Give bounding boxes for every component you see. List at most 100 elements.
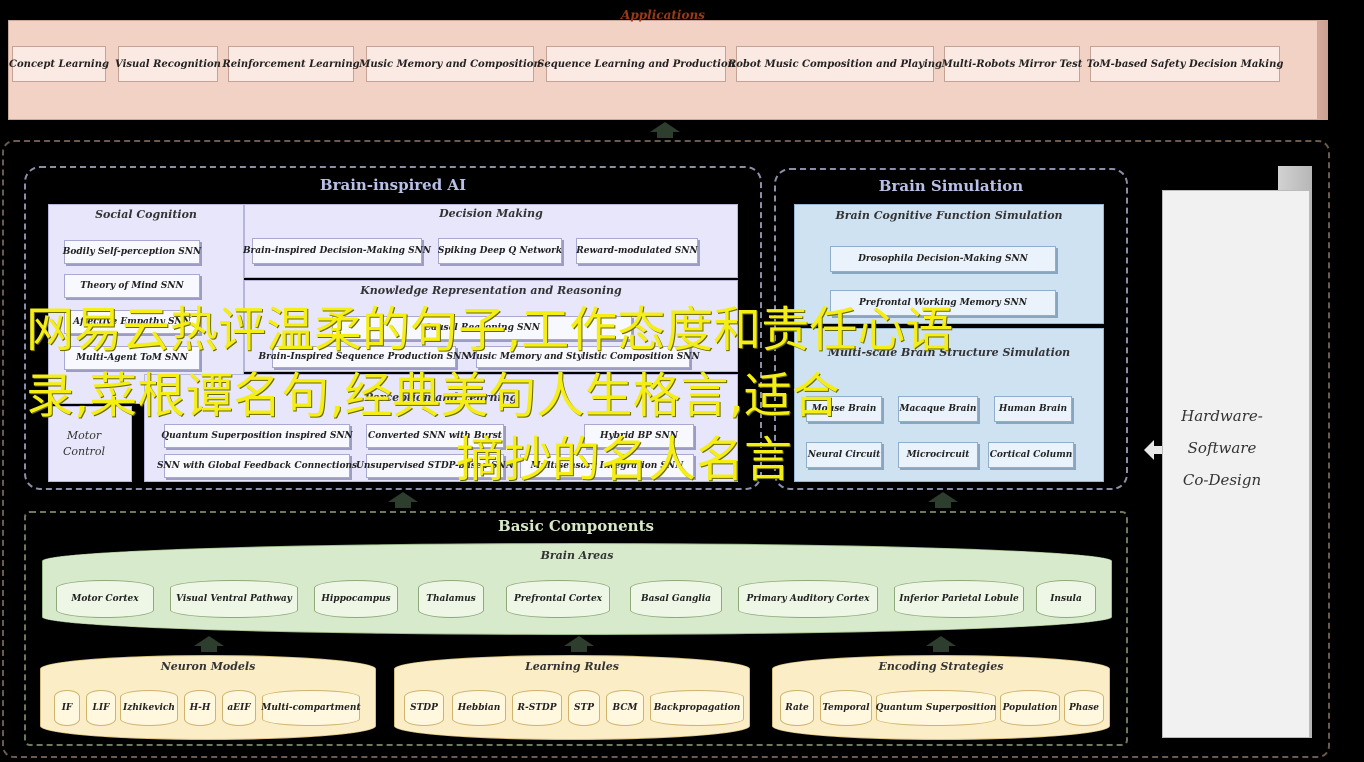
enc-quantum: Quantum Superposition — [876, 690, 996, 726]
rule-hebbian: Hebbian — [452, 690, 506, 726]
arrow-up-icon — [564, 636, 594, 646]
rule-stp: STP — [568, 690, 600, 726]
chip-decision-snn: Brain-inspired Decision-Making SNN — [243, 238, 431, 264]
app-visual-recognition: Visual Recognition — [115, 46, 221, 82]
brain-inspired-ai-region — [24, 166, 762, 490]
chip-unsupervised-stdp: Unsupervised STDP-based SNN — [356, 454, 514, 478]
brain-simulation-title: Brain Simulation — [878, 177, 1024, 195]
neuron-models-title: Neuron Models — [160, 660, 256, 673]
neuron-lif: LIF — [86, 690, 116, 726]
area-prefrontal: Prefrontal Cortex — [506, 580, 610, 618]
chip-global-feedback: SNN with Global Feedback Connections — [157, 454, 357, 478]
rule-stdp: STDP — [404, 690, 444, 726]
chip-theory-of-mind: Theory of Mind SNN — [64, 274, 200, 298]
brain-inspired-ai-title: Brain-inspired AI — [319, 176, 467, 194]
rule-bcm: BCM — [606, 690, 644, 726]
chip-human-brain: Human Brain — [994, 396, 1072, 422]
app-concept-learning: Concept Learning — [9, 46, 109, 82]
chip-causal-reasoning: Causal Reasoning SNN — [332, 316, 632, 340]
cognitive-simulation-title: Brain Cognitive Function Simulation — [835, 209, 1063, 222]
arrow-stem — [935, 502, 951, 508]
neuron-hh: H-H — [184, 690, 216, 726]
chip-multisensory: Multisensory Integration SNN — [520, 454, 694, 478]
arrow-up-icon — [926, 636, 956, 646]
app-music-memory: Music Memory and Composition — [359, 46, 541, 82]
area-visual-ventral: Visual Ventral Pathway — [170, 580, 298, 618]
chip-spiking-dqn: Spiking Deep Q Network — [438, 238, 562, 264]
arrow-stem — [571, 646, 587, 652]
chip-cortical-column: Cortical Column — [988, 442, 1074, 468]
chip-bodily-self: Bodily Self-perception SNN — [63, 240, 201, 264]
chip-music-stylistic: Music Memory and Stylistic Composition S… — [466, 346, 700, 368]
system-region — [2, 140, 1330, 758]
arrow-up-icon — [928, 492, 958, 502]
enc-phase: Phase — [1064, 690, 1104, 726]
chip-neural-circuit: Neural Circuit — [806, 442, 882, 468]
app-tom-safety: ToM-based Safety Decision Making — [1087, 46, 1283, 82]
app-sequence-learning: Sequence Learning and Production — [537, 46, 735, 82]
basic-components-region — [24, 511, 1128, 746]
perception-title: Perception and Learning — [364, 391, 518, 404]
chip-drosophila: Drosophila Decision-Making SNN — [830, 246, 1056, 272]
hardware-line1: Hardware- — [1181, 407, 1263, 425]
area-motor-cortex: Motor Cortex — [56, 580, 154, 618]
brain-simulation-region — [774, 168, 1128, 490]
motor-control-panel — [48, 406, 132, 482]
area-basal-ganglia: Basal Ganglia — [630, 580, 722, 618]
neuron-aeif: aEIF — [222, 690, 256, 726]
arrow-stem — [933, 646, 949, 652]
chip-hybrid-bp: Hybrid BP SNN — [584, 424, 694, 448]
chip-prefrontal-wm: Prefrontal Working Memory SNN — [830, 290, 1056, 316]
learning-rules-title: Learning Rules — [525, 660, 619, 673]
app-multi-robots: Multi-Robots Mirror Test — [942, 46, 1082, 82]
chip-quantum-snn: Quantum Superposition inspired SNN — [161, 424, 353, 448]
arrow-up-icon — [388, 492, 418, 502]
chip-macaque-brain: Macaque Brain — [898, 396, 978, 422]
knowledge-title: Knowledge Representation and Reasoning — [360, 284, 622, 297]
applications-title: Applications — [621, 8, 705, 22]
enc-rate: Rate — [780, 690, 814, 726]
area-thalamus: Thalamus — [418, 580, 484, 618]
structure-simulation-title: Multi-scale Brain Structure Simulation — [827, 346, 1071, 359]
arrow-up-icon — [650, 122, 680, 132]
rule-backpropagation: Backpropagation — [650, 690, 744, 726]
motor-control-label: Motor Control — [63, 429, 105, 458]
area-insula: Insula — [1036, 580, 1096, 618]
chip-multi-agent-tom: Multi-Agent ToM SNN — [64, 346, 200, 370]
rule-r-stdp: R-STDP — [512, 690, 562, 726]
enc-temporal: Temporal — [820, 690, 872, 726]
hardware-label: Hardware- Software Co-Design — [1162, 400, 1282, 496]
area-inferior-parietal: Inferior Parietal Lobule — [894, 580, 1024, 618]
hardware-line3: Co-Design — [1182, 471, 1262, 489]
decision-making-title: Decision Making — [439, 207, 543, 220]
arrow-up-icon — [194, 636, 224, 646]
chip-converted-snn: Converted SNN with Burst — [366, 424, 504, 448]
hardware-panel — [1162, 190, 1310, 738]
chip-reward-snn: Reward-modulated SNN — [576, 238, 698, 264]
area-hippocampus: Hippocampus — [314, 580, 398, 618]
arrow-left-stem — [1154, 446, 1162, 454]
chip-sequence-production: Brain-Inspired Sequence Production SNN — [259, 346, 470, 368]
hardware-line2: Software — [1187, 439, 1257, 457]
overlay-text-line2: 录,菜根谭名句,经典美句人生格言,适合 — [26, 368, 840, 424]
app-robot-music: Robot Music Composition and Playing — [728, 46, 942, 82]
enc-population: Population — [1000, 690, 1060, 726]
neuron-multi-compartment: Multi-compartment — [261, 690, 361, 726]
chip-mouse-brain: Mouse Brain — [806, 396, 882, 422]
overlay-text-line3: 摘抄的名人名言 — [456, 432, 793, 488]
arrow-stem — [657, 132, 673, 138]
brain-areas-title: Brain Areas — [540, 549, 614, 562]
area-primary-auditory: Primary Auditory Cortex — [738, 580, 878, 618]
app-reinforcement-learning: Reinforcement Learning — [222, 46, 360, 82]
chip-microcircuit: Microcircuit — [898, 442, 978, 468]
arrow-stem — [395, 502, 411, 508]
social-cognition-title: Social Cognition — [95, 208, 197, 221]
arrow-stem — [201, 646, 217, 652]
arrow-left-icon — [1144, 440, 1154, 460]
neuron-if: IF — [54, 690, 80, 726]
chip-affective-empathy: Affective Empathy SNN — [64, 310, 200, 334]
encoding-title: Encoding Strategies — [878, 660, 1004, 673]
basic-components-title: Basic Components — [498, 517, 654, 535]
overlay-text-line1: 网易云热评温柔的句子,工作态度和责任心语 — [26, 302, 954, 358]
neuron-izhikevich: Izhikevich — [120, 690, 178, 726]
